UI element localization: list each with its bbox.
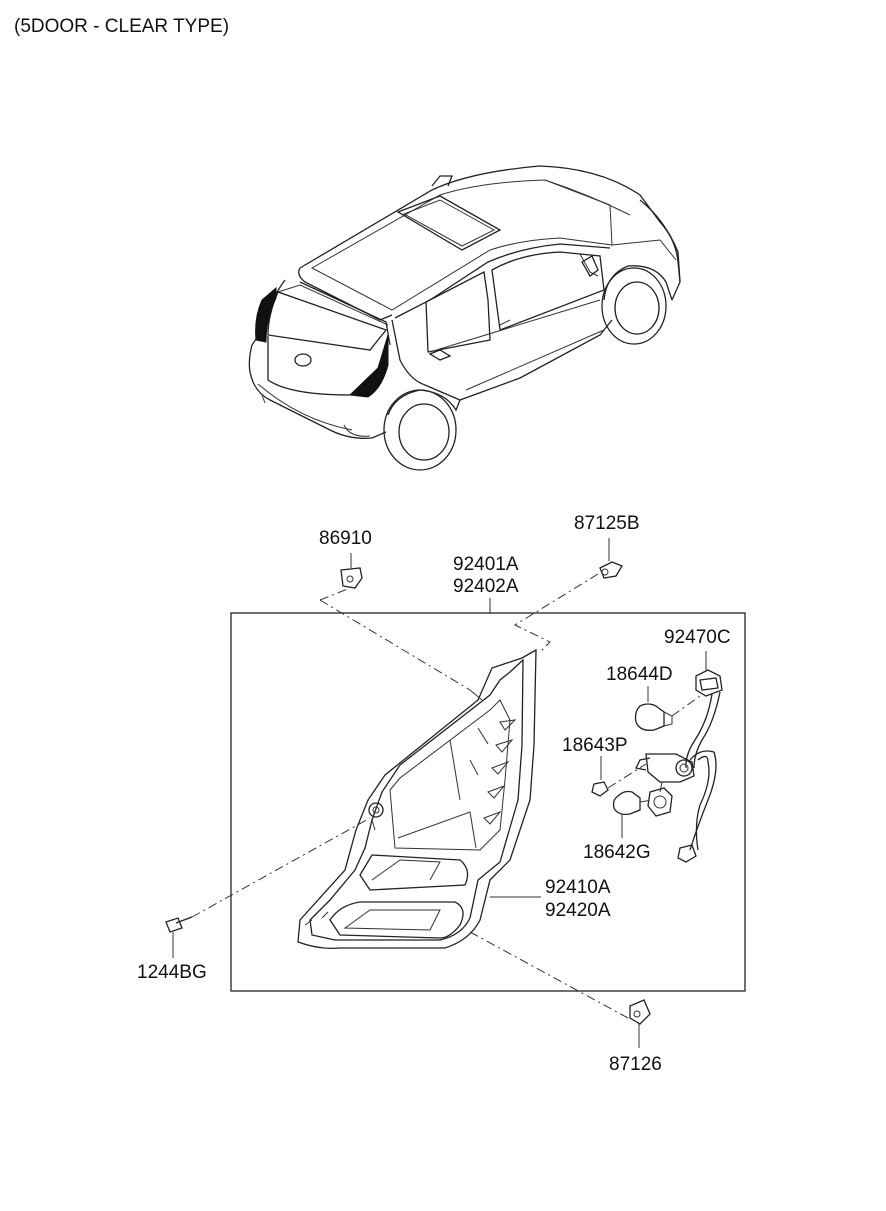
wiring-harness-92470C (635, 651, 723, 863)
part-label-92420A[interactable]: 92420A (545, 900, 611, 921)
part-label-92402A[interactable]: 92402A (453, 576, 519, 597)
part-label-92410A[interactable]: 92410A (545, 877, 611, 898)
clip-86910-shape (340, 553, 363, 589)
part-label-18644D[interactable]: 18644D (606, 664, 673, 685)
part-label-18642G[interactable]: 18642G (583, 842, 651, 863)
bulb-18643P (591, 756, 609, 797)
part-label-87125B[interactable]: 87125B (574, 513, 640, 534)
part-label-18643P[interactable]: 18643P (562, 735, 628, 756)
part-label-92401A[interactable]: 92401A (453, 554, 519, 575)
assembly-frame (230, 612, 746, 992)
grommet-87125B-shape (599, 538, 623, 579)
diagram-title: (5DOOR - CLEAR TYPE) (14, 16, 230, 37)
bulb-18642G (612, 790, 641, 838)
part-label-1244BG[interactable]: 1244BG (137, 962, 207, 983)
part-label-87126[interactable]: 87126 (609, 1054, 662, 1075)
car-illustration (248, 165, 681, 471)
part-label-92470C[interactable]: 92470C (664, 627, 731, 648)
part-label-86910[interactable]: 86910 (319, 528, 372, 549)
screw-1244BG-shape (165, 916, 193, 958)
grommet-87126-shape (629, 999, 651, 1048)
tail-lamp-housing (297, 648, 537, 950)
bulb-18644D (634, 686, 673, 731)
